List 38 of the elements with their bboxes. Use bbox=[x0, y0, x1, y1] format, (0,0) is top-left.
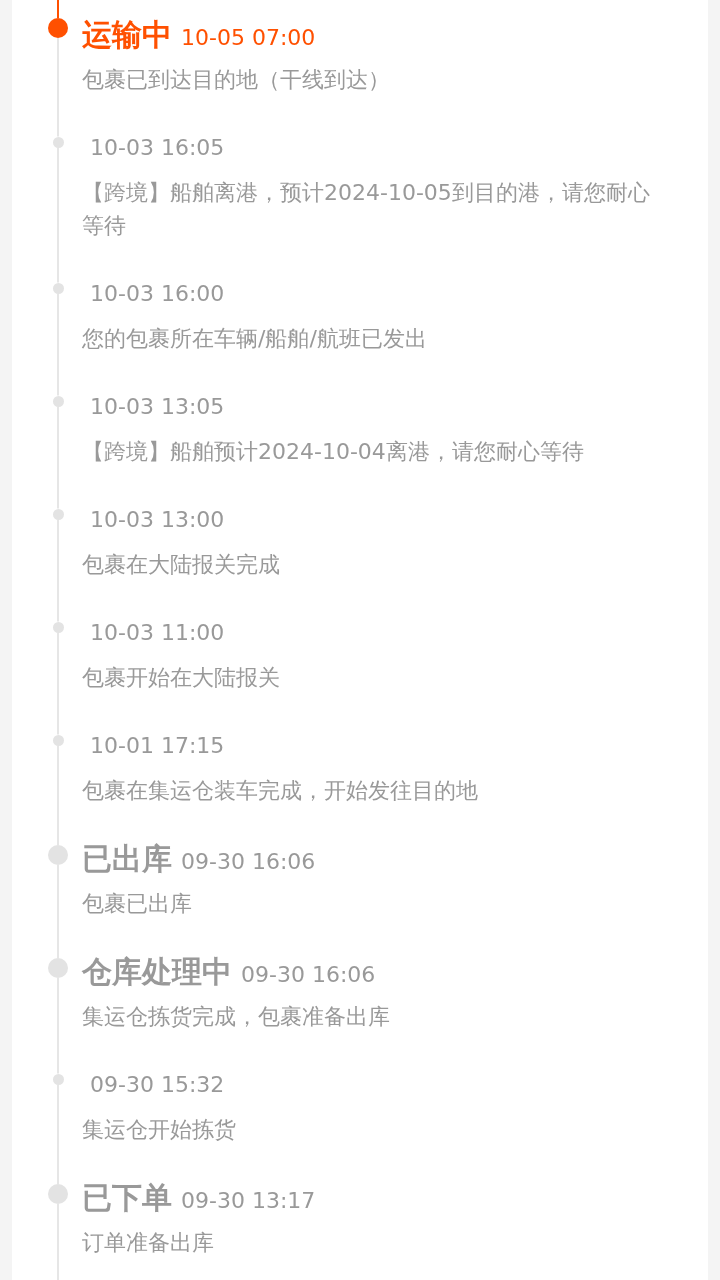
status-title: 运输中 bbox=[82, 17, 172, 52]
timestamp: 10-03 11:00 bbox=[90, 620, 225, 645]
status-title: 已出库 bbox=[82, 841, 172, 876]
timeline-dot bbox=[48, 845, 68, 865]
event-description: 集运仓开始拣货 bbox=[82, 1116, 236, 1144]
timestamp: 10-03 16:00 bbox=[90, 281, 225, 306]
timeline-line bbox=[57, 0, 59, 19]
timeline-dot bbox=[52, 282, 64, 294]
timeline-dot bbox=[52, 1073, 64, 1085]
event-description: 集运仓拣货完成，包裹准备出库 bbox=[82, 1003, 390, 1031]
timestamp: 09-30 16:06 bbox=[181, 849, 316, 874]
timeline-dot bbox=[48, 1184, 68, 1204]
timestamp: 10-03 16:05 bbox=[90, 135, 225, 160]
timestamp: 10-03 13:05 bbox=[90, 394, 225, 419]
event-description: 订单准备出库 bbox=[82, 1229, 214, 1257]
timestamp: 09-30 16:06 bbox=[241, 962, 376, 987]
status-title: 已下单 bbox=[82, 1180, 172, 1215]
event-description: 【跨境】船舶预计2024-10-04离港，请您耐心等待 bbox=[82, 438, 584, 466]
timeline-dot bbox=[52, 621, 64, 633]
timestamp: 10-05 07:00 bbox=[181, 25, 316, 50]
event-description: 包裹已出库 bbox=[82, 890, 192, 918]
timestamp: 10-03 13:00 bbox=[90, 507, 225, 532]
timeline-dot bbox=[52, 136, 64, 148]
timeline-dot bbox=[48, 958, 68, 978]
event-description: 【跨境】船舶离港，预计2024-10-05到目的港，请您耐心等待 bbox=[82, 179, 651, 240]
event-description: 包裹开始在大陆报关 bbox=[82, 664, 280, 692]
event-description: 包裹在大陆报关完成 bbox=[82, 551, 280, 579]
timestamp: 09-30 15:32 bbox=[90, 1072, 225, 1097]
event-description: 包裹已到达目的地（干线到达） bbox=[82, 66, 390, 94]
timeline-dot bbox=[48, 18, 68, 38]
timestamp: 10-01 17:15 bbox=[90, 733, 225, 758]
event-description: 您的包裹所在车辆/船舶/航班已发出 bbox=[82, 325, 427, 353]
timestamp: 09-30 13:17 bbox=[181, 1188, 316, 1213]
timeline-dot bbox=[52, 395, 64, 407]
status-title: 仓库处理中 bbox=[82, 954, 232, 989]
timeline-dot bbox=[52, 734, 64, 746]
timeline-dot bbox=[52, 508, 64, 520]
event-description: 包裹在集运仓装车完成，开始发往目的地 bbox=[82, 777, 478, 805]
